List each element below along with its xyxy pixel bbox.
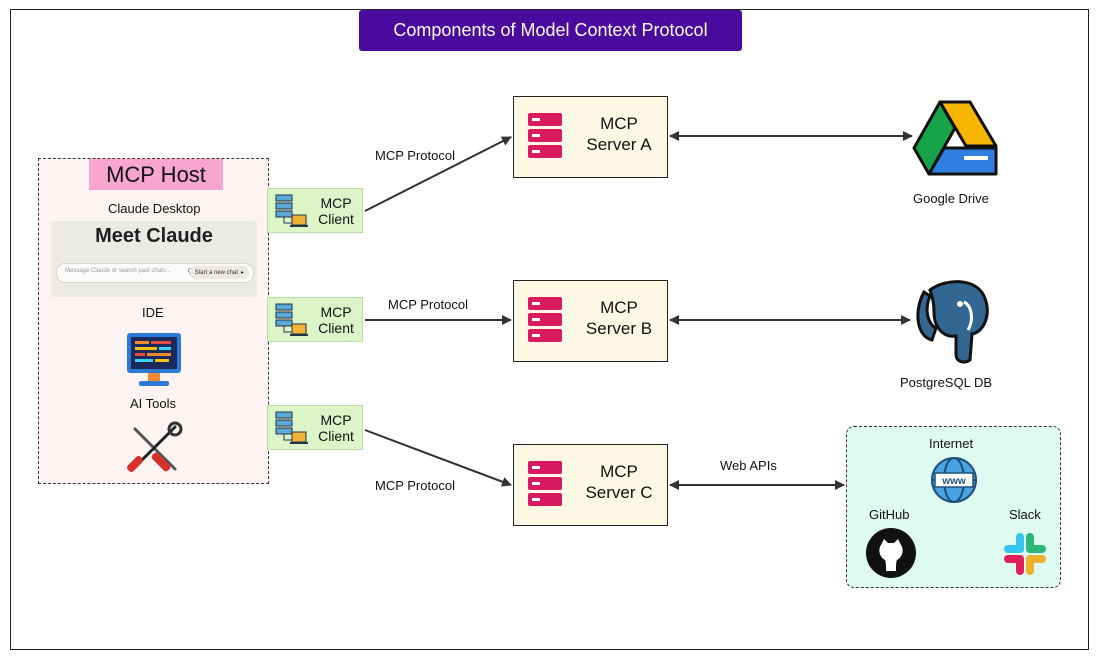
tools-icon [127, 421, 183, 472]
client-a-line2: Client [318, 211, 354, 227]
www-badge: www [941, 476, 966, 487]
server-b-line2: Server B [585, 319, 653, 338]
github-logo-icon [866, 528, 916, 578]
card-search-input: Message Claude or search past chats... ⚲… [56, 263, 254, 283]
client-server-icon [275, 303, 308, 336]
client-b-line2: Client [318, 320, 354, 336]
server-c-line2: Server C [585, 483, 653, 502]
external-services-box: Internet www GitHub Slack [846, 426, 1061, 588]
protocol-label-c: MCP Protocol [375, 478, 455, 493]
postgresql-elephant-icon [916, 280, 989, 364]
client-a-line1: MCP [320, 195, 352, 211]
internet-label: Internet [929, 436, 974, 451]
server-a-line1: MCP [600, 114, 638, 133]
diagram-title: Components of Model Context Protocol [359, 10, 742, 51]
postgresql-label: PostgreSQL DB [900, 375, 993, 390]
protocol-label-a: MCP Protocol [375, 148, 455, 163]
slack-logo-icon [1004, 533, 1046, 575]
client-c-line2: Client [318, 428, 354, 444]
client-c-line1: MCP [320, 412, 352, 428]
server-c-line1: MCP [600, 462, 638, 481]
slack-label: Slack [1009, 507, 1041, 522]
start-chat-button: Start a new chat▸ [189, 266, 249, 279]
ide-monitor-icon [127, 333, 181, 386]
mcp-server-b: MCP Server B [513, 280, 668, 362]
server-rack-icon [528, 297, 562, 342]
globe-www-icon: www [931, 457, 977, 503]
github-label: GitHub [869, 507, 910, 522]
card-heading: Meet Claude [95, 225, 213, 247]
ai-tools-label: AI Tools [130, 396, 177, 411]
server-rack-icon [528, 461, 562, 506]
claude-desktop-card: Meet Claude Message Claude or search pas… [51, 221, 257, 297]
diagram-frame [10, 9, 1089, 650]
web-apis-label: Web APIs [720, 458, 777, 473]
card-placeholder: Message Claude or search past chats... [65, 268, 171, 274]
client-server-icon [275, 194, 308, 227]
mcp-server-a: MCP Server A [513, 96, 668, 178]
ide-label: IDE [142, 305, 164, 320]
server-b-line1: MCP [600, 298, 638, 317]
google-drive-icon [912, 100, 998, 176]
protocol-label-b: MCP Protocol [388, 297, 468, 312]
mcp-host-title: MCP Host [89, 159, 223, 190]
server-rack-icon [528, 113, 562, 158]
google-drive-label: Google Drive [913, 191, 989, 206]
server-a-line2: Server A [586, 135, 652, 154]
client-server-icon [275, 411, 308, 444]
mcp-host-box: MCP Host Claude Desktop Meet Claude Mess… [38, 158, 269, 484]
mcp-server-c: MCP Server C [513, 444, 668, 526]
client-b-line1: MCP [320, 304, 352, 320]
claude-desktop-label: Claude Desktop [108, 201, 201, 216]
